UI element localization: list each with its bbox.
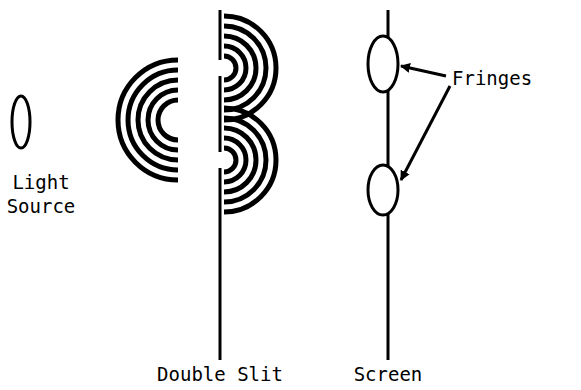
light-source-symbol (12, 96, 30, 148)
fringe-blob (368, 165, 398, 215)
slit-label: Double Slit (145, 362, 295, 386)
fringe-blob (368, 36, 398, 92)
source-label: Light Source (2, 170, 80, 218)
diffracted-waves (224, 16, 276, 212)
fringes-label: Fringes (452, 66, 562, 90)
screen-label: Screen (338, 362, 438, 386)
leader-arrow (401, 86, 450, 180)
incident-waves (118, 60, 178, 180)
double-slit-barrier (219, 10, 222, 360)
leader-arrow (401, 66, 446, 76)
